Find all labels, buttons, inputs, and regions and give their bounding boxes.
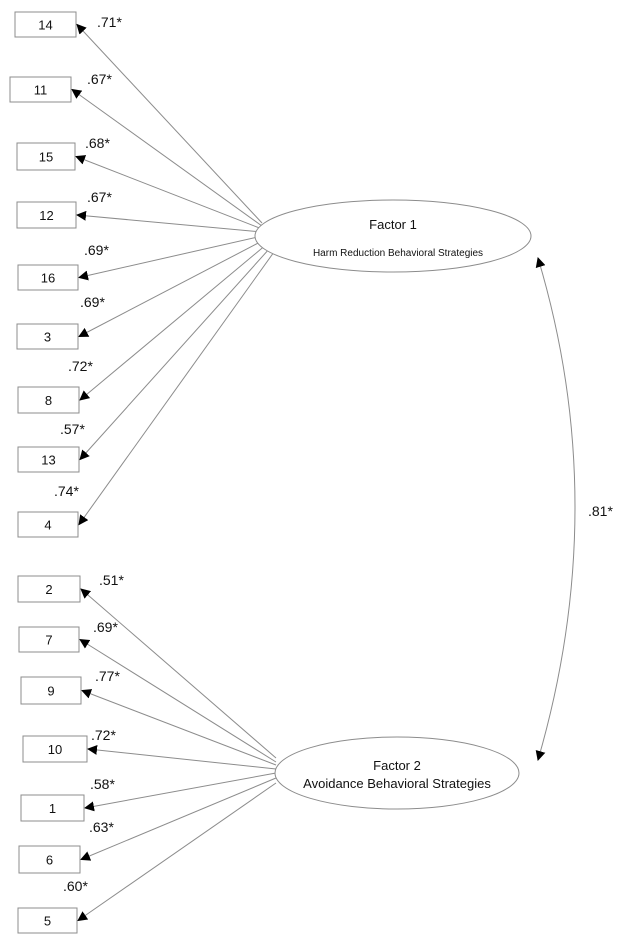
loading-arrow-item-12	[76, 210, 263, 233]
item-box-8	[17, 386, 80, 414]
item-box-11	[9, 76, 72, 103]
item-box-6	[18, 845, 81, 874]
item-label: 12	[39, 208, 53, 223]
item-box-2	[17, 575, 81, 603]
factor-1-ellipse	[254, 199, 532, 273]
loading-value-item-5: .60*	[63, 878, 88, 894]
item-box-15	[16, 142, 76, 171]
item-label: 15	[39, 150, 53, 165]
item-label: 1	[49, 801, 56, 816]
loading-value-item-1: .58*	[90, 776, 115, 792]
item-box-7	[18, 626, 80, 653]
loading-arrow-item-15	[75, 155, 263, 230]
factor-1-name: Factor 1	[369, 217, 417, 232]
item-label: 10	[48, 742, 62, 757]
item-box-1	[20, 794, 85, 822]
loading-arrow-item-4	[78, 251, 275, 526]
factor-2-name: Factor 2	[373, 758, 421, 773]
loading-arrow-item-7	[79, 638, 277, 763]
loading-value-item-13: .57*	[60, 421, 85, 437]
loading-arrow-item-1	[84, 772, 277, 812]
loading-arrow-item-16	[78, 235, 263, 281]
item-label: 13	[41, 453, 55, 468]
item-label: 4	[44, 518, 51, 533]
factor-correlation-value: .81*	[588, 503, 613, 519]
item-box-9	[20, 676, 82, 705]
loading-value-item-10: .72*	[91, 727, 116, 743]
loading-arrow-item-9	[81, 689, 277, 766]
loading-value-item-15: .68*	[85, 135, 110, 151]
item-label: 2	[45, 582, 52, 597]
loading-value-item-9: .77*	[95, 668, 120, 684]
item-label: 16	[41, 271, 55, 286]
loading-value-item-4: .74*	[54, 483, 79, 499]
loading-arrow-item-10	[87, 744, 277, 770]
factor-2: Factor 2 Avoidance Behavioral Strategies	[274, 736, 520, 810]
loading-value-item-7: .69*	[93, 619, 118, 635]
item-label: 14	[38, 18, 52, 33]
item-box-14	[14, 11, 77, 38]
item-label: 11	[34, 83, 48, 98]
factor-1-subtitle: Harm Reduction Behavioral Strategies	[313, 248, 483, 259]
factor-correlation-arrow	[535, 257, 576, 761]
loading-value-item-8: .72*	[68, 358, 93, 374]
item-box-3	[16, 323, 79, 350]
factor-1: Factor 1 Harm Reduction Behavioral Strat…	[254, 199, 532, 273]
loading-arrow-item-3	[78, 239, 265, 337]
loading-arrow-item-14	[76, 23, 263, 224]
loading-arrow-item-2	[80, 588, 277, 759]
item-label: 3	[44, 330, 51, 345]
item-box-13	[17, 446, 80, 473]
item-box-10	[22, 735, 88, 763]
item-box-5	[17, 907, 78, 934]
item-box-4	[17, 511, 79, 538]
loading-arrow-item-6	[80, 777, 277, 861]
loading-value-item-14: .71*	[97, 14, 122, 30]
item-label: 8	[45, 393, 52, 408]
loading-value-item-3: .69*	[80, 294, 105, 310]
item-label: 5	[44, 914, 51, 929]
loading-value-item-11: .67*	[87, 71, 112, 87]
loading-arrow-item-8	[79, 243, 268, 401]
factor-2-ellipse	[274, 736, 520, 810]
loading-value-item-2: .51*	[99, 572, 124, 588]
item-box-16	[17, 264, 79, 291]
loading-value-item-12: .67*	[87, 189, 112, 205]
loading-arrow-item-5	[77, 782, 277, 922]
factor-2-subtitle: Avoidance Behavioral Strategies	[303, 776, 491, 791]
loading-arrow-item-11	[71, 88, 263, 227]
item-label: 6	[46, 853, 53, 868]
loading-arrow-item-13	[79, 247, 271, 461]
item-label: 7	[45, 633, 52, 648]
loading-value-item-6: .63*	[89, 819, 114, 835]
loading-value-item-16: .69*	[84, 242, 109, 258]
item-label: 9	[47, 684, 54, 699]
item-box-12	[16, 201, 77, 229]
